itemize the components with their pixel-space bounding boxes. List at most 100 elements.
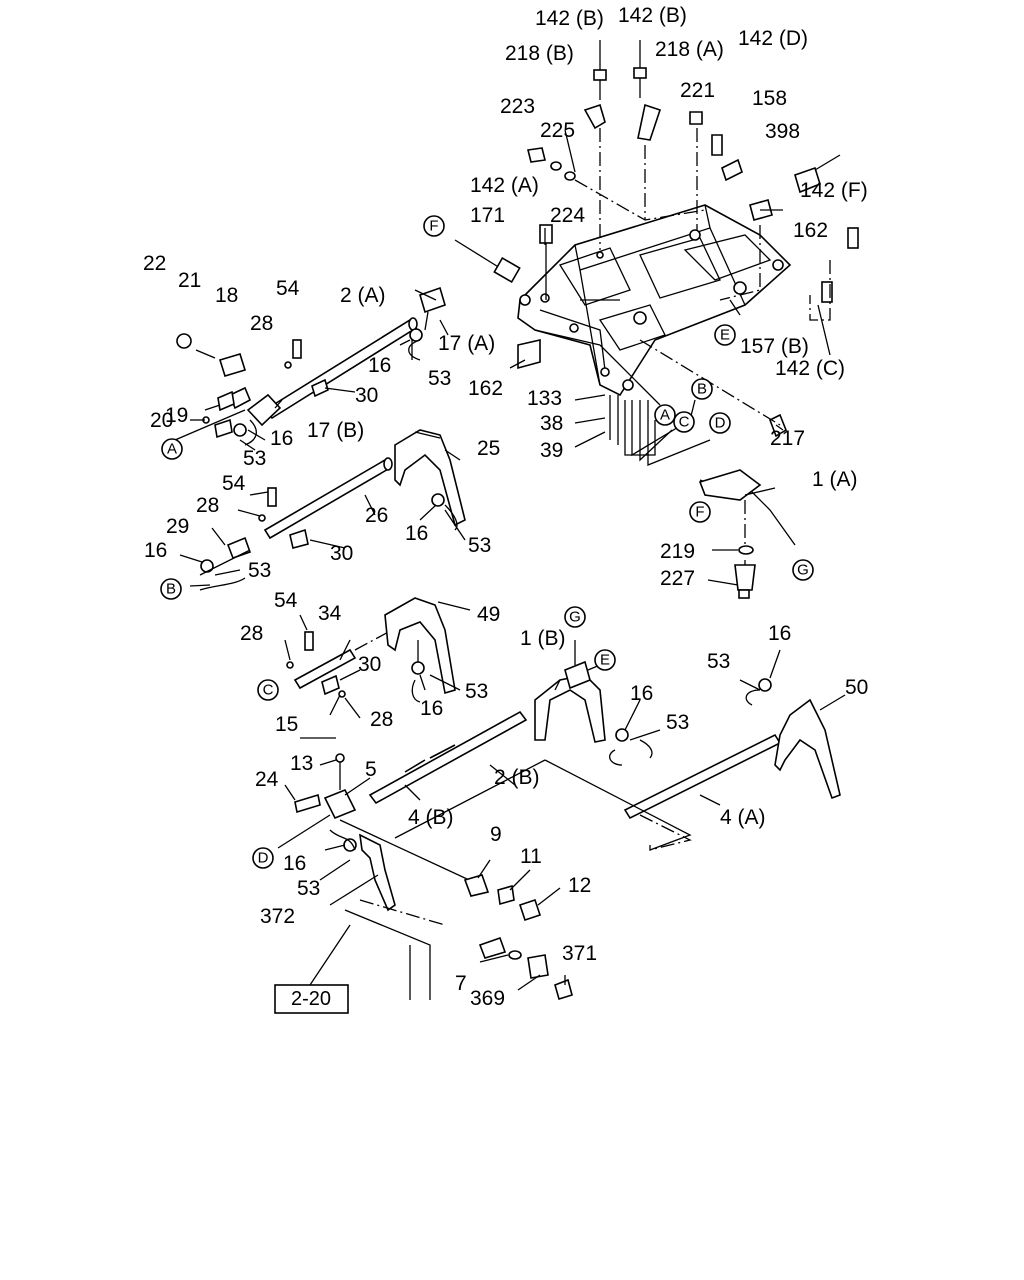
svg-text:C: C: [263, 682, 274, 699]
part-label: 38: [540, 412, 563, 435]
svg-text:F: F: [429, 218, 438, 235]
ref-circle: F: [423, 215, 445, 237]
part-label: 54: [276, 277, 300, 300]
part-label: 19: [165, 404, 188, 427]
part-label: 142 (A): [470, 174, 539, 197]
part-label: 225: [540, 119, 575, 142]
svg-text:D: D: [715, 415, 726, 432]
curved-leaders: [199, 339, 761, 851]
part-label: 162: [468, 377, 503, 400]
part-label: 142 (B): [535, 7, 604, 30]
part-label: 16: [630, 682, 653, 705]
part-label: 142 (B): [618, 4, 687, 27]
part-label: 371: [562, 942, 597, 965]
part-label: 9: [490, 823, 502, 846]
ref-circle: A: [654, 404, 676, 426]
part-label: 142 (D): [738, 27, 808, 50]
svg-text:B: B: [697, 381, 707, 398]
part-label: 28: [250, 312, 273, 335]
part-label: 39: [540, 439, 563, 462]
part-label: 53: [248, 559, 271, 582]
part-label: 142 (C): [775, 357, 845, 380]
svg-text:A: A: [167, 441, 177, 458]
part-label: 16: [368, 354, 391, 377]
part-label: 17 (B): [307, 419, 364, 442]
ref-circle: D: [252, 847, 274, 869]
part-label: 157 (B): [740, 335, 809, 358]
part-label: 53: [468, 534, 491, 557]
part-label: 28: [370, 708, 393, 731]
ref-circle: D: [709, 412, 731, 434]
shaft-2b-assembly: [294, 660, 629, 912]
shaft-4a-assembly: [394, 678, 841, 851]
part-label: 53: [297, 877, 320, 900]
part-label: 34: [318, 602, 342, 625]
part-label: 53: [666, 711, 689, 734]
part-label: 21: [178, 269, 201, 292]
ref-circle: C: [257, 679, 279, 701]
lower-right-parts: [698, 469, 762, 599]
svg-text:E: E: [600, 652, 610, 669]
part-label: 16: [144, 539, 167, 562]
part-label: 133: [527, 387, 562, 410]
part-label: 54: [222, 472, 246, 495]
part-label: 24: [255, 768, 279, 791]
part-label: 4 (A): [720, 806, 766, 829]
ref-circle: B: [691, 378, 713, 400]
part-label: 16: [768, 622, 791, 645]
ref-circle: E: [714, 324, 736, 346]
svg-text:E: E: [720, 327, 730, 344]
part-label: 218 (B): [505, 42, 574, 65]
part-label: 28: [240, 622, 263, 645]
page-reference-box: 2-20: [274, 984, 349, 1014]
part-label: 16: [283, 852, 306, 875]
circled-references: F E A B C D F G: [160, 215, 814, 869]
part-label: 1 (A): [812, 468, 858, 491]
part-label: 12: [568, 874, 591, 897]
part-label: 142 (F): [800, 179, 868, 202]
part-label: 1 (B): [520, 627, 566, 650]
part-label: 15: [275, 713, 298, 736]
part-label: 224: [550, 204, 585, 227]
part-number-labels: 142 (B) 142 (B) 218 (B) 218 (A) 142 (D) …: [143, 4, 868, 1010]
part-label: 16: [420, 697, 443, 720]
ref-circle: C: [673, 411, 695, 433]
ref-circle: G: [792, 559, 814, 581]
part-label: 4 (B): [408, 806, 454, 829]
svg-text:C: C: [679, 414, 690, 431]
page-reference-text: 2-20: [291, 988, 331, 1010]
part-label: 223: [500, 95, 535, 118]
svg-text:D: D: [258, 850, 269, 867]
svg-text:G: G: [797, 562, 809, 579]
part-label: 16: [405, 522, 428, 545]
leader-lines: [179, 129, 846, 991]
part-label: 13: [290, 752, 313, 775]
ref-circle: F: [689, 501, 711, 523]
part-label: 30: [330, 542, 353, 565]
shaft-26-assembly: [199, 429, 466, 576]
part-label: 2 (A): [340, 284, 386, 307]
svg-text:A: A: [660, 407, 670, 424]
part-label: 53: [465, 680, 488, 703]
part-label: 30: [358, 653, 381, 676]
part-label: 17 (A): [438, 332, 495, 355]
part-label: 11: [520, 845, 542, 868]
part-label: 20: [150, 409, 173, 432]
part-label: 16: [270, 427, 293, 450]
part-label: 28: [196, 494, 219, 517]
part-label: 5: [365, 758, 377, 781]
part-label: 219: [660, 540, 695, 563]
shaft-34-assembly: [286, 597, 456, 698]
part-label: 26: [365, 504, 388, 527]
part-label: 49: [477, 603, 500, 626]
ref-circle: E: [594, 649, 616, 671]
part-label: 369: [470, 987, 505, 1010]
part-label: 2 (B): [494, 766, 540, 789]
part-label: 217: [770, 427, 805, 450]
part-label: 158: [752, 87, 787, 110]
detent-assembly: [463, 874, 573, 1001]
part-label: 7: [455, 972, 467, 995]
svg-text:G: G: [569, 609, 581, 626]
part-label: 372: [260, 905, 295, 928]
